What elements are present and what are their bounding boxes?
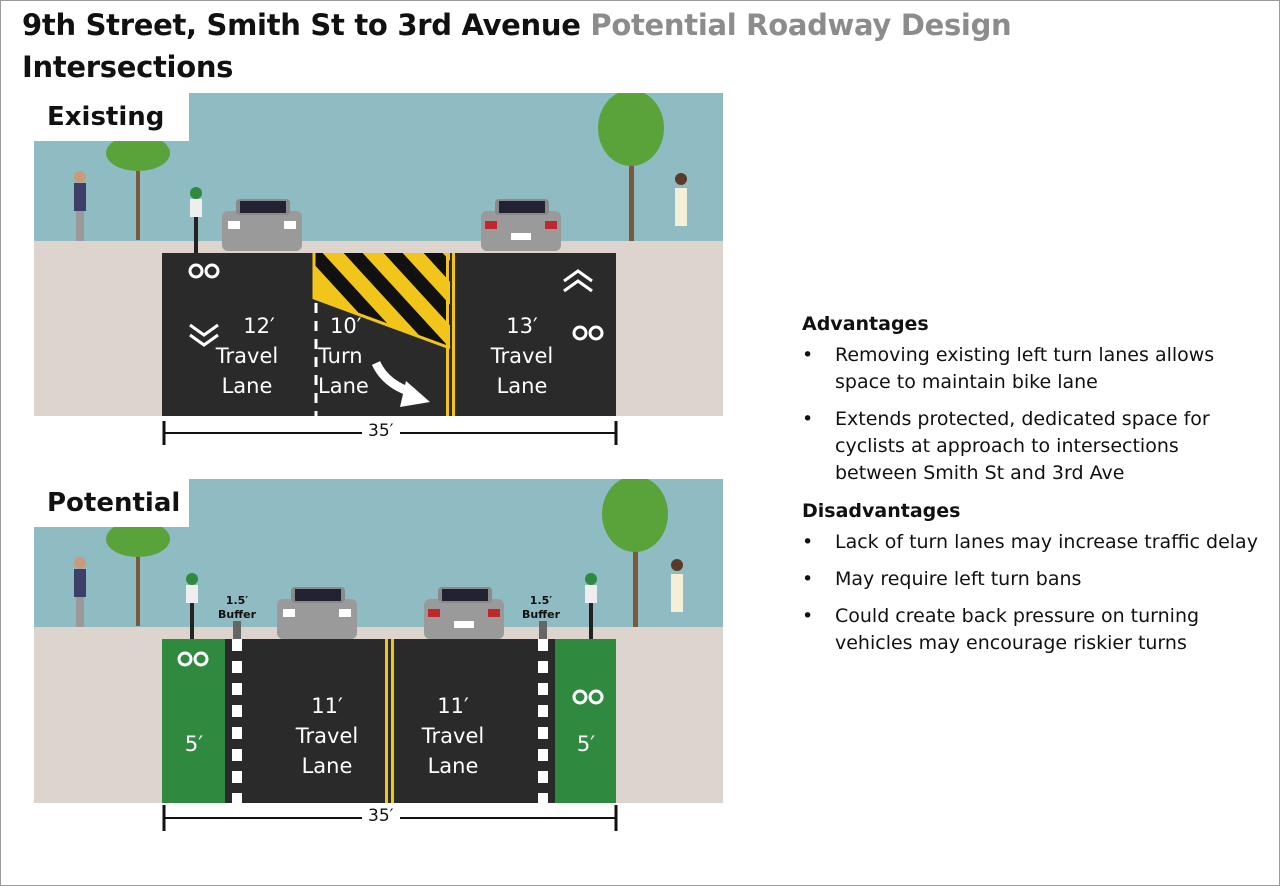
title-main: 9th Street, Smith St to 3rd Avenue [22, 8, 581, 42]
potential-lane-1: 11′ Travel Lane [282, 691, 372, 781]
disadvantage-text: Could create back pressure on turning ve… [835, 605, 1200, 654]
buffer-width: 1.5′ [529, 594, 553, 607]
potential-total-width: 35′ [362, 806, 400, 826]
buffer-width: 1.5′ [225, 594, 249, 607]
bullet-icon: • [802, 408, 814, 430]
title-sub: Potential Roadway Design [590, 8, 1012, 42]
list-item: • May require left turn bans [802, 566, 1262, 593]
potential-lane-2: 11′ Travel Lane [408, 691, 498, 781]
slide-title: 9th Street, Smith St to 3rd Avenue Poten… [22, 8, 1012, 42]
potential-label: Potential [34, 479, 189, 527]
existing-illustration [34, 93, 723, 445]
disadvantages-heading: Disadvantages [802, 500, 961, 522]
bullet-icon: • [802, 531, 814, 553]
bullet-icon: • [802, 344, 814, 366]
buffer-label-right: 1.5′ Buffer [518, 594, 564, 622]
disadvantage-text: May require left turn bans [835, 568, 1082, 590]
buffer-label-left: 1.5′ Buffer [214, 594, 260, 622]
bullet-icon: • [802, 605, 814, 627]
existing-label: Existing [34, 93, 189, 141]
list-item: • Could create back pressure on turning v… [802, 603, 1262, 657]
lane-width: 10′ [330, 314, 362, 338]
advantages-list: • Removing existing left turn lanes allow… [802, 342, 1262, 487]
advantage-text: Removing existing left turn lanes allows… [835, 344, 1215, 393]
lane-width: 11′ [437, 694, 469, 718]
car-rear-right [481, 199, 561, 251]
lane-name: Travel Lane [295, 724, 359, 778]
lane-name: Travel Lane [490, 344, 554, 398]
bike-lane-left-width: 5′ [184, 732, 204, 756]
lane-width: 13′ [506, 314, 538, 338]
advantages-heading: Advantages [802, 313, 929, 335]
list-item: • Lack of turn lanes may increase traffic… [802, 529, 1262, 556]
list-item: • Removing existing left turn lanes allow… [802, 342, 1262, 396]
car-front-left [277, 587, 357, 639]
lane-name: Turn Lane [318, 344, 369, 398]
pros-cons-panel: Advantages • Removing existing left turn … [802, 310, 1262, 667]
car-rear-right [424, 587, 504, 639]
existing-lane-1: 12′ Travel Lane [202, 311, 292, 401]
buffer-name: Buffer [217, 608, 256, 621]
existing-total-width: 35′ [362, 421, 400, 441]
lane-name: Travel Lane [215, 344, 279, 398]
disadvantage-text: Lack of turn lanes may increase traffic … [835, 531, 1258, 553]
potential-illustration [34, 479, 723, 831]
title-line2: Intersections [22, 50, 234, 84]
lane-name: Travel Lane [421, 724, 485, 778]
lane-width: 11′ [311, 694, 343, 718]
car-front-left [222, 199, 302, 251]
lane-width: 12′ [243, 314, 275, 338]
existing-cross-section: Existing 12′ Travel Lane 10′ Turn Lane 1… [34, 93, 723, 453]
bullet-icon: • [802, 568, 814, 590]
existing-lane-2: 10′ Turn Lane [318, 311, 372, 401]
disadvantages-list: • Lack of turn lanes may increase traffic… [802, 529, 1262, 657]
existing-lane-3: 13′ Travel Lane [480, 311, 564, 401]
bike-lane-right-width: 5′ [576, 732, 596, 756]
advantage-text: Extends protected, dedicated space for c… [835, 408, 1210, 484]
list-item: • Extends protected, dedicated space for … [802, 406, 1262, 487]
buffer-name: Buffer [521, 608, 560, 621]
potential-cross-section: Potential 1.5′ Buffer 1.5′ Buffer 5′ 5′ … [34, 479, 723, 839]
